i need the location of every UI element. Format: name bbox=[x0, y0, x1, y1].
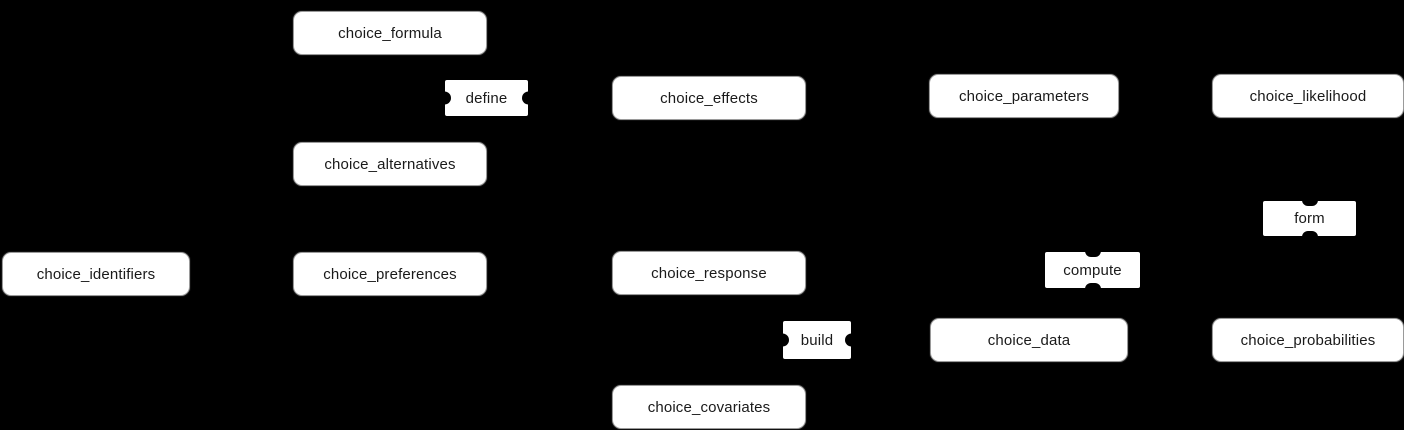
edge-choice_effects-choice_parameters bbox=[805, 95, 930, 99]
node-label: choice_alternatives bbox=[324, 155, 456, 173]
edge-label-compute: compute bbox=[1045, 251, 1140, 289]
node-label: choice_covariates bbox=[647, 398, 771, 416]
edge-choice_parameters-choice_data bbox=[1023, 118, 1045, 271]
node-choice-covariates[interactable]: choice_covariates bbox=[612, 385, 806, 429]
node-choice-probabilities[interactable]: choice_probabilities bbox=[1212, 318, 1404, 362]
node-choice-effects[interactable]: choice_effects bbox=[612, 76, 806, 120]
node-label: choice_probabilities bbox=[1240, 331, 1376, 349]
edge-notch-bottom bbox=[1301, 231, 1318, 237]
edge-notch-left bbox=[782, 333, 789, 347]
edge-notch-left bbox=[444, 91, 451, 105]
node-label: choice_effects bbox=[660, 89, 758, 107]
edge-label-form: form bbox=[1263, 200, 1356, 237]
edge-notch-top bbox=[1084, 251, 1101, 257]
edge-notch-bottom bbox=[1084, 283, 1101, 289]
edge-notch-top bbox=[1301, 200, 1318, 206]
node-choice-preferences[interactable]: choice_preferences bbox=[293, 252, 487, 296]
node-label: choice_data bbox=[987, 331, 1071, 349]
edge-notch-right bbox=[845, 333, 852, 347]
edge-choice_covariates-choice_data bbox=[805, 361, 931, 408]
node-label: choice_parameters bbox=[958, 87, 1090, 105]
node-choice-identifiers[interactable]: choice_identifiers bbox=[2, 252, 190, 296]
node-label: choice_preferences bbox=[323, 265, 457, 283]
edge-label-text: form bbox=[1294, 210, 1325, 227]
edge-choice_preferences-choice_response bbox=[486, 272, 613, 275]
node-label: choice_response bbox=[651, 264, 767, 282]
node-choice-formula[interactable]: choice_formula bbox=[293, 11, 487, 55]
node-choice-alternatives[interactable]: choice_alternatives bbox=[293, 142, 487, 186]
edge-label-define: define bbox=[444, 80, 529, 116]
node-choice-likelihood[interactable]: choice_likelihood bbox=[1212, 74, 1404, 118]
edge-label-text: define bbox=[465, 89, 508, 107]
node-choice-data[interactable]: choice_data bbox=[930, 318, 1128, 362]
edge-label-text: build bbox=[800, 331, 834, 349]
edge-label-build: build bbox=[782, 321, 852, 359]
node-label: choice_formula bbox=[338, 24, 442, 42]
edge-notch-right bbox=[522, 91, 529, 105]
node-choice-response[interactable]: choice_response bbox=[612, 251, 806, 295]
node-label: choice_identifiers bbox=[36, 265, 156, 283]
node-choice-parameters[interactable]: choice_parameters bbox=[929, 74, 1119, 118]
node-label: choice_likelihood bbox=[1249, 87, 1367, 105]
edge-label-text: compute bbox=[1063, 261, 1122, 279]
